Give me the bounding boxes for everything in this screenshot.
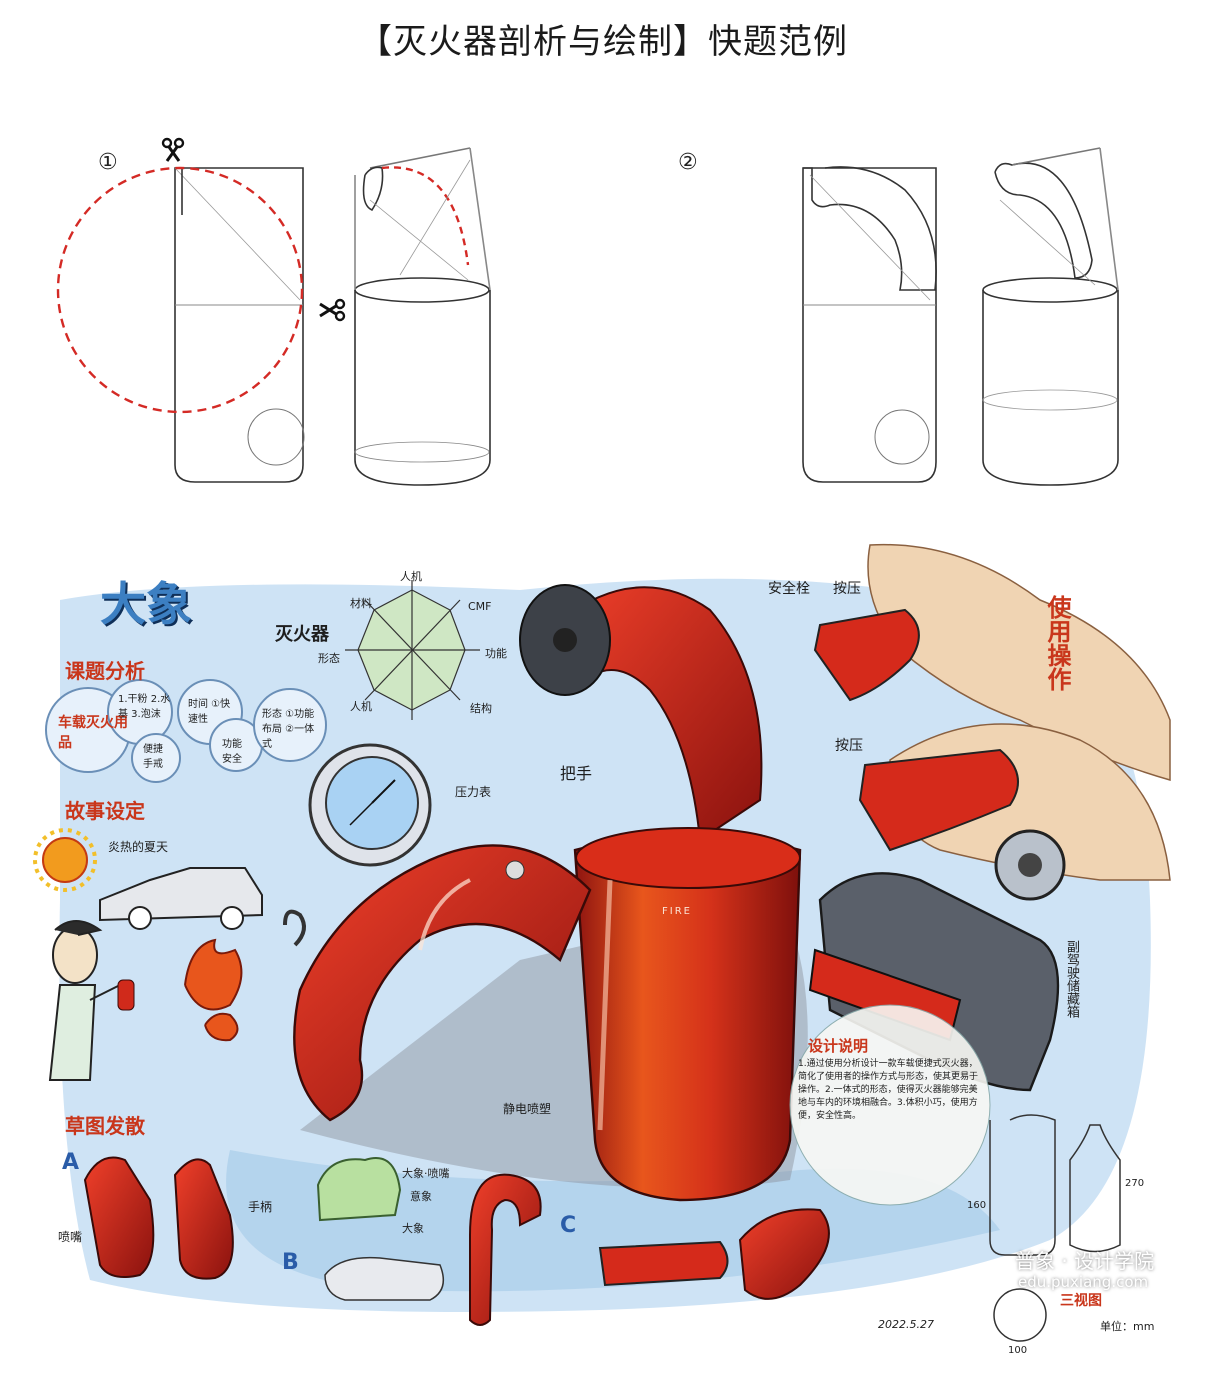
design-notes-text: 1.通过使用分析设计一款车载便捷式灭火器，简化了使用者的操作方式与形态，使其更易… bbox=[798, 1059, 979, 1121]
spray-nozzle-label: 喷嘴 bbox=[58, 1230, 83, 1244]
step2-flat-outline bbox=[802, 166, 937, 483]
dimension-height: 160 bbox=[967, 1200, 987, 1211]
extinguisher-nozzle-arm bbox=[558, 586, 763, 842]
analysis-bubbles bbox=[45, 679, 327, 783]
step-two-label: ② bbox=[678, 150, 698, 175]
units-note: 单位：mm bbox=[1100, 1320, 1155, 1333]
section-design-notes-heading: 设计说明 bbox=[808, 1037, 869, 1055]
radar-label-structure: 结构 bbox=[470, 702, 492, 715]
handle-variant-label: 手柄 bbox=[248, 1200, 273, 1214]
analysis-bubble-1: 1.干粉 2.水基 3.泡沫 bbox=[118, 694, 171, 720]
section-usage-heading: 使用操作 bbox=[1043, 595, 1071, 691]
radar-label-top: 人机 bbox=[400, 570, 422, 583]
radar-label-material: 材料 bbox=[350, 597, 372, 610]
gauge-callout: 压力表 bbox=[455, 785, 492, 799]
product-mark: FIRE bbox=[662, 906, 692, 917]
sun-icon bbox=[33, 828, 97, 892]
press-callout-2: 按压 bbox=[835, 738, 863, 754]
page-title: 【灭火器剖析与绘制】快题范例 bbox=[358, 22, 848, 62]
analysis-bubble-5: 形态 ①功能布局 ②一体式 bbox=[262, 709, 315, 750]
analysis-bubble-2: 便捷 手戒 bbox=[143, 744, 163, 770]
radar-diagram bbox=[345, 580, 480, 720]
step-one-label: ① bbox=[98, 150, 118, 175]
press-callout: 按压 bbox=[833, 581, 861, 597]
storage-callout: 副驾驶储藏箱 bbox=[1064, 940, 1079, 1018]
section-analysis-heading: 课题分析 bbox=[65, 659, 145, 683]
step2-perspective bbox=[982, 147, 1119, 486]
dimension-height-2: 270 bbox=[1125, 1178, 1145, 1189]
brand-subtitle: 灭火器 bbox=[275, 624, 329, 645]
variant-b-label: B bbox=[282, 1250, 299, 1275]
elephant-note-2: 意象 bbox=[410, 1190, 432, 1203]
variant-b-sketches bbox=[324, 1173, 542, 1326]
analysis-main-bubble: 车载灭火用品 bbox=[58, 715, 128, 751]
radar-label-ergonomics: 人机 bbox=[350, 700, 372, 713]
variant-c-label: C bbox=[560, 1213, 577, 1238]
person-figure bbox=[48, 920, 121, 1081]
radar-label-cmf: CMF bbox=[468, 600, 492, 613]
coating-callout: 静电喷塑 bbox=[503, 1102, 552, 1116]
safety-pin-callout: 安全栓 bbox=[768, 581, 810, 597]
step1-perspective bbox=[354, 147, 491, 486]
red-dashed-circle bbox=[56, 166, 304, 414]
elephant-note-1: 大象·喷嘴 bbox=[402, 1167, 450, 1180]
watermark-url: edu.puxiang.com bbox=[1018, 1273, 1149, 1291]
story-text: 炎热的夏天 bbox=[108, 840, 169, 854]
watermark-name: 普象 · 设计学院 bbox=[1015, 1249, 1155, 1273]
step1-flat-outline bbox=[174, 167, 305, 483]
elephant-sketch bbox=[316, 1157, 402, 1222]
scissors-icon bbox=[161, 137, 185, 162]
construction-sketches bbox=[56, 137, 1119, 486]
dimension-width: 100 bbox=[1008, 1345, 1028, 1356]
three-view-label: 三视图 bbox=[1060, 1293, 1102, 1309]
radar-label-form: 形态 bbox=[318, 652, 340, 665]
section-divergence-heading: 草图发散 bbox=[65, 1114, 145, 1138]
scissors-icon bbox=[319, 298, 346, 322]
variant-c-sketches bbox=[598, 1208, 830, 1300]
three-view-drawing bbox=[989, 1114, 1121, 1342]
handle-callout: 把手 bbox=[560, 764, 593, 783]
analysis-bubble-4: 功能 安全 bbox=[222, 739, 242, 765]
mini-extinguisher bbox=[117, 979, 135, 1011]
radar-label-function: 功能 bbox=[485, 647, 507, 660]
section-story-heading: 故事设定 bbox=[65, 799, 145, 823]
author-signature: 2022.5.27 bbox=[878, 1318, 934, 1331]
design-notes-circle bbox=[789, 1004, 991, 1206]
brand-logo: 大象 bbox=[100, 577, 192, 631]
elephant-note-3: 大象 bbox=[402, 1222, 424, 1235]
pressure-gauge-icon bbox=[308, 743, 432, 867]
variant-a-sketches bbox=[83, 1156, 234, 1280]
analysis-bubble-3: 时间 ①快速性 bbox=[188, 699, 231, 725]
variant-a-label: A bbox=[62, 1150, 80, 1175]
fire-icon bbox=[184, 938, 243, 1011]
